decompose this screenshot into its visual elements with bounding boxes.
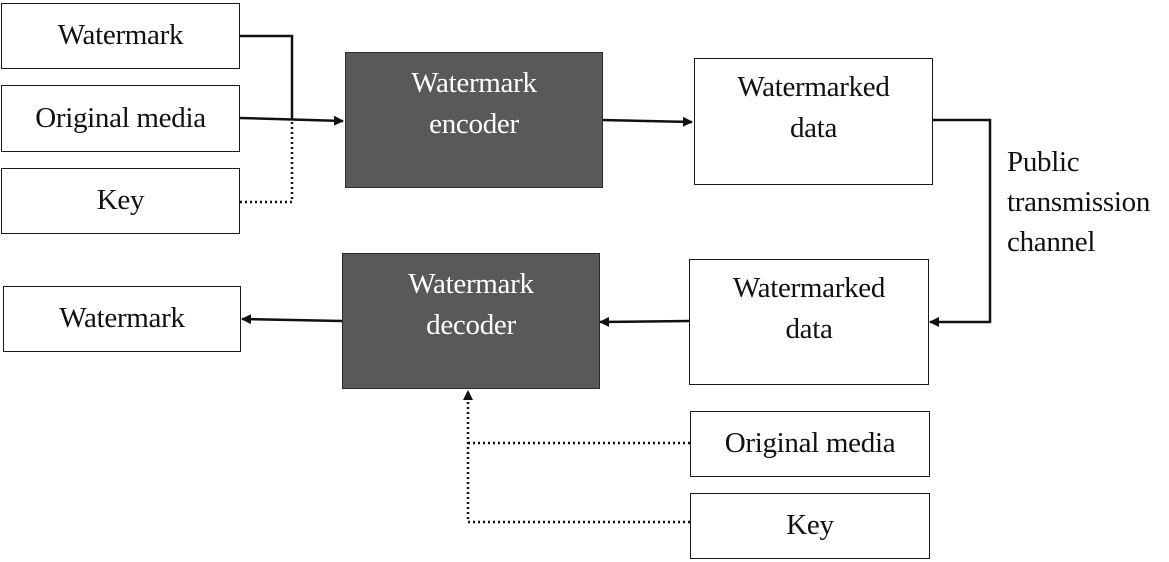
watermark-input-label: Watermark (57, 19, 184, 52)
watermarked-data-received-box: Watermarked data (689, 259, 929, 385)
original-media-input-box: Original media (1, 85, 240, 152)
decoder-to-watermark-arrow (241, 314, 343, 325)
watermark-encoder-box: Watermark encoder (345, 52, 603, 188)
key-input-box: Key (1, 168, 240, 234)
watermark-encoder-label: Watermark encoder (411, 67, 537, 141)
watermark-output-label: Watermark (59, 302, 185, 335)
watermark-input-box: Watermark (1, 3, 240, 69)
key-to-decoder-dotted-arrow (463, 390, 690, 524)
watermarked-data-received-label: Watermarked data (732, 272, 886, 346)
watermarked-data-output-box: Watermarked data (694, 58, 933, 185)
watermark-to-encoder-line (240, 34, 294, 120)
original-media-decoder-input-label: Original media (724, 427, 896, 460)
public-channel-line (929, 118, 992, 327)
public-transmission-channel-label: Public transmission channel (1007, 146, 1151, 259)
encoder-to-watermarked-data-arrow (601, 116, 693, 127)
key-input-label: Key (96, 184, 145, 217)
key-to-encoder-dotted-line (240, 122, 294, 204)
watermark-decoder-label: Watermark decoder (408, 268, 534, 342)
watermarked-data-to-decoder-arrow (599, 316, 690, 327)
watermark-decoder-box: Watermark decoder (342, 253, 600, 389)
watermark-output-box: Watermark (3, 286, 241, 352)
key-decoder-input-box: Key (690, 493, 930, 559)
watermarked-data-output-label: Watermarked data (737, 71, 890, 145)
original-media-input-label: Original media (35, 101, 206, 134)
original-media-to-encoder-arrow (239, 115, 344, 126)
key-decoder-input-label: Key (786, 509, 834, 542)
original-media-decoder-input-box: Original media (690, 411, 930, 477)
